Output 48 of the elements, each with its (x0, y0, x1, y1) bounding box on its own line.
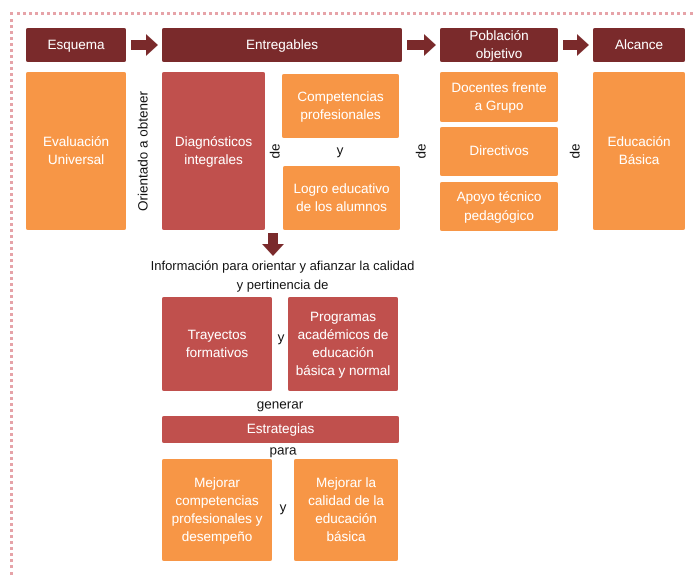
process-box (440, 127, 558, 176)
node-text: Apoyo técnico pedagógico (456, 188, 542, 225)
process-box (282, 74, 399, 138)
node-text: Alcance (614, 36, 664, 54)
block-arrow (563, 34, 589, 56)
process-box (162, 416, 399, 443)
process-box (26, 72, 126, 230)
node-text: Evaluación Universal (42, 132, 110, 169)
node-text: Estrategias (246, 420, 314, 438)
process-box (162, 459, 272, 561)
connector-word: y (336, 142, 344, 158)
node-text: Programas académicos de educación básica y normal (294, 308, 392, 380)
connector-word: generar (256, 396, 304, 412)
connector-word: para (269, 442, 297, 458)
node-text: Educación Básica (606, 132, 672, 169)
connector-word: y (280, 500, 286, 514)
node-text: Competencias profesionales (296, 88, 385, 124)
process-box (440, 72, 558, 122)
node-text: Trayectos formativos (184, 326, 250, 362)
process-box (294, 459, 398, 561)
connector-word: de (414, 143, 428, 159)
flow-text: Información para orientar y afianzar la calidad y pertinencia de (150, 257, 415, 297)
connector-word: de (568, 143, 582, 159)
node-text: Docentes frente a Grupo (450, 78, 548, 115)
process-box (162, 72, 265, 230)
node-text: Directivos (469, 142, 529, 160)
process-box (288, 297, 398, 391)
node-text: Diagnósticos integrales (174, 132, 254, 169)
block-arrow (131, 34, 158, 56)
node-text: Población objetivo (468, 26, 530, 63)
header-box (593, 28, 685, 62)
block-arrow (262, 233, 284, 256)
node-text: Entregables (246, 36, 318, 54)
connector-word: y (278, 330, 284, 344)
process-box (162, 297, 272, 391)
node-text: Mejorar competencias profesionales y desempeño (170, 474, 264, 546)
node-text: Esquema (47, 36, 105, 54)
block-arrow (407, 34, 436, 56)
process-box (593, 72, 685, 230)
connector-word: Orientado a obtener (136, 90, 150, 212)
process-box (440, 182, 558, 231)
header-box (440, 28, 558, 62)
header-box (26, 28, 126, 62)
node-text: Logro educativo de los alumnos (292, 180, 391, 216)
node-text: Mejorar la calidad de la educación básica (307, 474, 385, 546)
process-box (283, 166, 400, 230)
header-box (162, 28, 402, 62)
connector-word: de (268, 143, 282, 159)
